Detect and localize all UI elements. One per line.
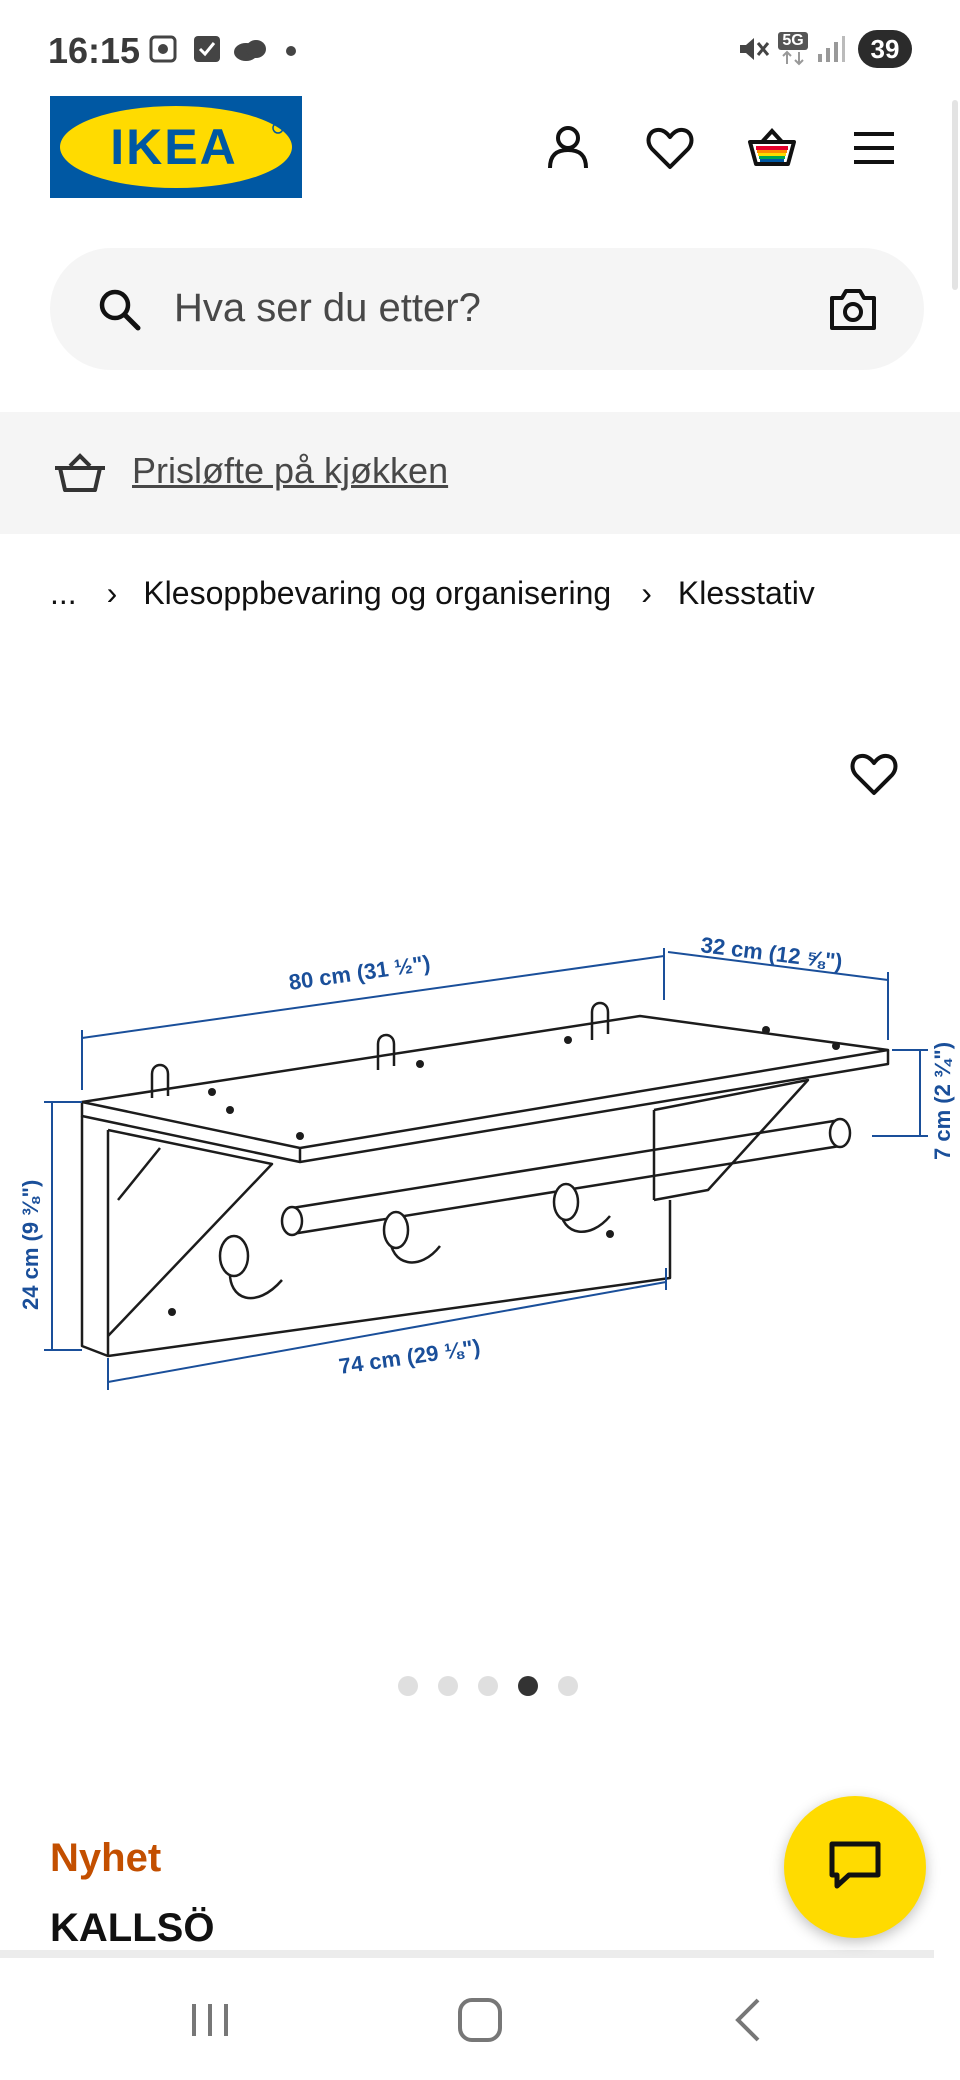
cloud-icon xyxy=(232,34,268,64)
promo-link[interactable]: Prisløfte på kjøkken xyxy=(132,450,449,491)
breadcrumb-item-ellipsis[interactable]: ... xyxy=(50,574,77,611)
carousel-dot[interactable] xyxy=(398,1676,418,1696)
menu-icon[interactable] xyxy=(848,122,900,174)
logo-text: IKEA xyxy=(110,119,237,175)
carousel-dot[interactable] xyxy=(558,1676,578,1696)
mute-icon xyxy=(736,34,770,64)
profile-icon[interactable] xyxy=(542,122,594,174)
search-bar[interactable]: Hva ser du etter? xyxy=(50,248,924,370)
chevron-right-icon: › xyxy=(641,574,652,611)
favorite-product-heart-icon[interactable] xyxy=(848,748,900,800)
recent-apps-icon[interactable] xyxy=(180,1990,240,2050)
heart-icon[interactable] xyxy=(644,122,696,174)
network-label: 5G xyxy=(778,32,808,50)
dimension-height-right: 7 cm (2 ¾") xyxy=(930,1042,955,1160)
network-5g-icon: 5G xyxy=(778,32,808,68)
back-icon[interactable] xyxy=(720,1990,780,2050)
chat-bubble-icon xyxy=(827,1839,883,1896)
dimension-height-left: 24 cm (9 ⅜") xyxy=(18,1180,43,1310)
chat-button[interactable] xyxy=(784,1796,926,1938)
product-badge-new: Nyhet xyxy=(50,1836,162,1880)
camera-icon[interactable] xyxy=(828,286,878,332)
promo-banner[interactable]: Prisløfte på kjøkken xyxy=(0,412,960,534)
breadcrumb-item-klesoppbevaring[interactable]: Klesoppbevaring og organisering xyxy=(143,574,612,611)
ikea-logo[interactable]: IKEA xyxy=(50,96,302,198)
screenshot-icon xyxy=(148,34,178,64)
dimension-depth: 32 cm (12 ⅝") xyxy=(699,932,844,974)
signal-icon xyxy=(816,34,846,64)
checkbox-icon xyxy=(192,34,222,64)
breadcrumb: ... › Klesoppbevaring og organisering › … xyxy=(50,568,815,618)
status-bar: 16:15 5G 39 xyxy=(0,0,960,96)
status-time: 16:15 xyxy=(48,30,141,71)
search-input[interactable]: Hva ser du etter? xyxy=(174,286,481,330)
carousel-dot[interactable] xyxy=(478,1676,498,1696)
carousel-dots xyxy=(398,1676,578,1700)
product-image[interactable]: 80 cm (31 ½") 32 cm (12 ⅝") 24 cm (9 ⅜")… xyxy=(0,660,960,1640)
carousel-dot[interactable] xyxy=(438,1676,458,1696)
divider xyxy=(0,1950,934,1958)
basket-icon[interactable] xyxy=(746,122,798,174)
basket-outline-icon xyxy=(52,450,108,498)
search-icon xyxy=(96,286,142,332)
scrollbar-thumb[interactable] xyxy=(952,100,958,290)
chevron-right-icon: › xyxy=(106,574,118,611)
dot-icon xyxy=(284,34,298,64)
battery-badge: 39 xyxy=(858,30,912,68)
carousel-dot[interactable] xyxy=(518,1676,538,1696)
dimension-width-top: 80 cm (31 ½") xyxy=(287,950,432,995)
home-icon[interactable] xyxy=(450,1990,510,2050)
breadcrumb-item-klesstativ[interactable]: Klesstativ xyxy=(677,574,815,611)
system-nav-bar xyxy=(0,1960,960,2080)
dimension-width-bottom: 74 cm (29 ⅛") xyxy=(337,1334,482,1379)
product-name[interactable]: KALLSÖ xyxy=(50,1906,215,1950)
